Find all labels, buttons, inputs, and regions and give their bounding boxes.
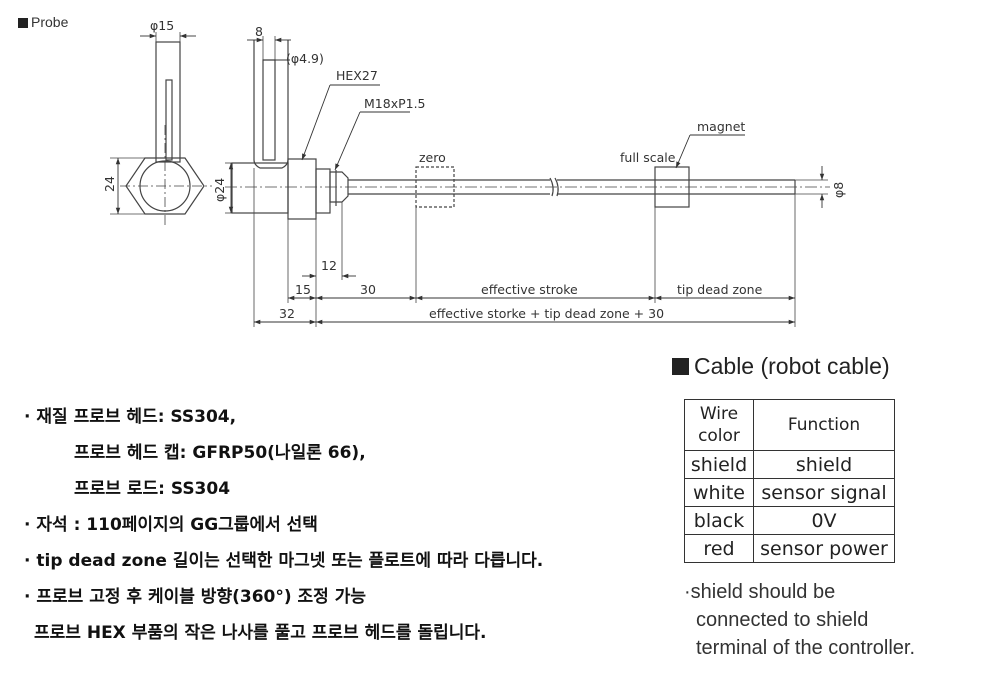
cable-title: Cable (robot cable) (672, 353, 890, 380)
cable-note-line-2: connected to shield (696, 609, 869, 631)
probe-side-view (120, 41, 212, 228)
dim-32: 32 (279, 306, 295, 321)
label-magnet: magnet (697, 119, 745, 134)
cable-note: ·shield should be connected to shield te… (684, 578, 915, 662)
label-effective-stroke: effective stroke (481, 282, 578, 297)
leader-lines (301, 84, 745, 171)
dimension-labels: φ15 8 (φ4.9) HEX27 M18xP1.5 zero full sc… (102, 18, 846, 321)
hex-nut (287, 158, 317, 220)
dim-12: 12 (321, 258, 337, 273)
dim-phi24: φ24 (212, 178, 227, 202)
extension-lines (110, 32, 828, 327)
dim-phi15: φ15 (150, 18, 174, 33)
side-cable-inner (165, 79, 173, 161)
label-m18: M18xP1.5 (364, 96, 426, 111)
note-line-7: 프로브 HEX 부품의 작은 나사를 풀고 프로브 헤드를 돌립니다. (34, 623, 487, 643)
table-row: black 0V (684, 506, 895, 535)
label-hex27: HEX27 (336, 68, 378, 83)
label-zero: zero (419, 150, 446, 165)
wire-cell: white (684, 478, 754, 507)
wire-cell: red (684, 534, 754, 563)
note-line-2: 프로브 헤드 캡: GFRP50(나일론 66), (74, 443, 366, 463)
thread-m18 (315, 168, 331, 214)
label-full-scale: full scale (620, 150, 676, 165)
side-cable-tube (155, 41, 181, 163)
label-tip-dead-zone: tip dead zone (677, 282, 763, 297)
dim-30: 30 (360, 282, 376, 297)
cable-note-line-1: ·shield should be (684, 581, 836, 603)
probe-nose (329, 171, 349, 203)
function-cell: sensor power (753, 534, 895, 563)
probe-head (231, 162, 289, 214)
note-line-5: · tip dead zone 길이는 선택한 마그넷 또는 플로트에 따라 다… (24, 551, 544, 571)
label-total-length: effective storke + tip dead zone + 30 (429, 306, 664, 321)
dim-15: 15 (295, 282, 311, 297)
dim-24-left: 24 (102, 176, 117, 192)
square-bullet-icon (672, 358, 689, 375)
table-row: red sensor power (684, 534, 895, 563)
probe-title: Probe (18, 14, 68, 30)
table-row: shield shield (684, 450, 895, 479)
wire-cell: shield (684, 450, 754, 479)
function-cell: sensor signal (753, 478, 895, 507)
header-function: Function (753, 399, 895, 451)
note-line-4: · 자석 : 110페이지의 GG그룹에서 선택 (24, 515, 318, 535)
probe-main-view (225, 40, 830, 220)
square-bullet-icon (18, 18, 28, 28)
probe-drawing: φ15 8 (φ4.9) HEX27 M18xP1.5 zero full sc… (102, 18, 846, 327)
note-line-3: 프로브 로드: SS304 (74, 479, 231, 499)
function-cell: shield (753, 450, 895, 479)
note-line-1: · 재질 프로브 헤드: SS304, (24, 407, 237, 427)
function-cell: 0V (753, 506, 895, 535)
cable-note-line-3: terminal of the controller. (696, 637, 915, 659)
note-line-6: · 프로브 고정 후 케이블 방향(360°) 조정 가능 (24, 587, 367, 607)
dim-8-top: 8 (255, 24, 263, 39)
table-row: white sensor signal (684, 478, 895, 507)
dim-phi8: φ8 (831, 182, 846, 198)
wire-cell: black (684, 506, 754, 535)
dim-phi4-9: (φ4.9) (286, 51, 324, 66)
cable-inner (262, 59, 276, 161)
dimension-lines (115, 33, 825, 325)
